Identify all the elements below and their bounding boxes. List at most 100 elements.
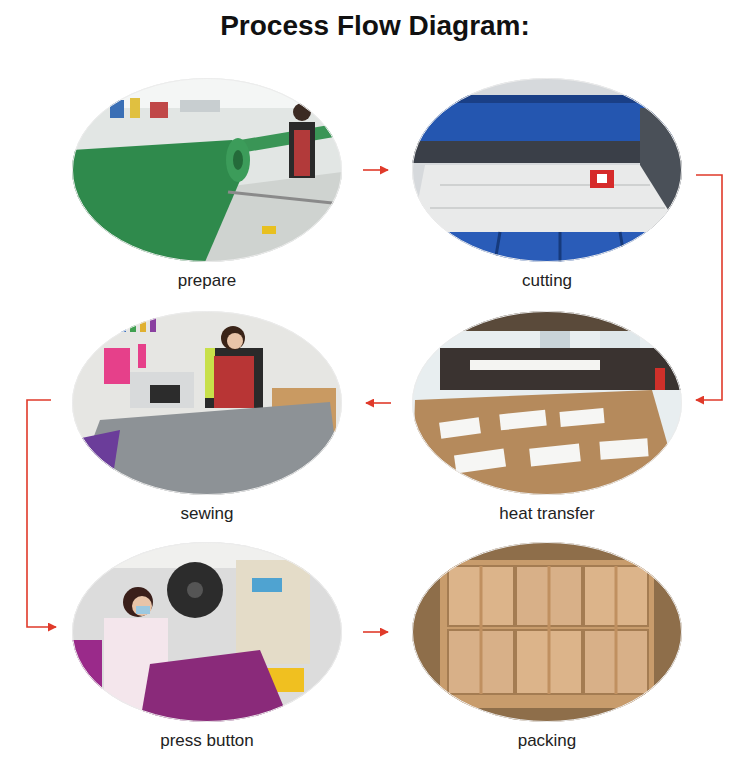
photo-shape — [495, 232, 500, 262]
ellipse-outline — [413, 543, 682, 722]
photo-shape — [412, 390, 682, 495]
photo-shape — [655, 368, 665, 390]
photo-shape — [130, 98, 140, 118]
photo-ellipse — [72, 311, 342, 495]
photo-shape — [72, 542, 342, 568]
photo-shape — [140, 650, 290, 722]
photo-shape — [559, 408, 604, 427]
photo-shape — [150, 102, 168, 118]
process-step: heat transfer — [406, 311, 688, 524]
photo-shape — [140, 318, 146, 332]
photo-shape — [294, 130, 310, 176]
photo-shape — [529, 443, 581, 466]
photo-shape — [440, 560, 654, 708]
photo-shape — [130, 372, 194, 408]
photo-shape — [214, 356, 254, 408]
photo-shape — [499, 410, 546, 431]
photo-shape — [412, 232, 682, 262]
step-label: press button — [66, 731, 348, 751]
process-step: sewing — [66, 311, 348, 524]
flow-arrow — [363, 169, 388, 171]
ellipse-outline — [73, 312, 342, 495]
step-label: prepare — [66, 271, 348, 291]
sewing-photo — [72, 311, 342, 495]
step-label: sewing — [66, 504, 348, 524]
prepare-photo — [72, 78, 342, 262]
photo-shape — [72, 430, 120, 495]
photo-shape — [470, 360, 600, 370]
photo-shape — [187, 582, 203, 598]
photo-shape — [412, 95, 674, 141]
flow-arrow — [366, 402, 391, 404]
photo-shape — [72, 402, 342, 495]
photo-shape — [439, 417, 481, 438]
photo-shape — [412, 141, 652, 163]
photo-shape — [110, 100, 124, 118]
photo-ellipse — [412, 542, 682, 722]
heat-transfer-photo — [412, 311, 682, 495]
photo-shape — [412, 311, 682, 495]
photo-shape — [205, 348, 215, 398]
photo-shape — [412, 542, 682, 722]
photo-shape — [205, 348, 263, 408]
process-step: cutting — [406, 78, 688, 291]
photo-shape — [227, 333, 243, 349]
photo-shape — [236, 560, 310, 664]
cutting-photo — [412, 78, 682, 262]
ellipse-outline — [73, 543, 342, 722]
step-label: cutting — [406, 271, 688, 291]
ellipse-outline — [73, 79, 342, 262]
photo-ellipse — [412, 78, 682, 262]
photo-shape — [72, 78, 342, 262]
process-step: press button — [66, 542, 348, 751]
photo-shape — [412, 78, 682, 262]
photo-shape — [123, 587, 153, 617]
photo-shape — [132, 596, 152, 616]
diagram-title: Process Flow Diagram: — [0, 10, 750, 42]
photo-shape — [138, 344, 146, 368]
ellipse-outline — [413, 312, 682, 495]
photo-shape — [180, 100, 220, 112]
photo-shape — [228, 192, 342, 204]
photo-shape — [104, 348, 130, 384]
photo-shape — [412, 95, 674, 103]
flow-arrow — [363, 631, 388, 633]
photo-shape — [412, 165, 682, 232]
photo-shape — [72, 140, 244, 262]
photo-shape — [289, 122, 315, 178]
photo-shape — [590, 170, 614, 188]
photo-shape — [548, 566, 551, 694]
photo-shape — [72, 542, 342, 722]
photo-ellipse — [72, 542, 342, 722]
photo-shape — [597, 174, 607, 183]
photo-shape — [252, 578, 282, 592]
photo-shape — [440, 184, 650, 186]
flow-arrow — [27, 400, 56, 627]
packing-photo — [412, 542, 682, 722]
photo-shape — [430, 232, 440, 262]
photo-shape — [262, 226, 276, 234]
process-step: packing — [406, 542, 688, 751]
step-label: packing — [406, 731, 688, 751]
photo-shape — [233, 150, 243, 170]
photo-shape — [599, 438, 648, 459]
photo-shape — [412, 311, 682, 331]
ellipse-outline — [413, 79, 682, 262]
photo-shape — [136, 606, 150, 614]
photo-shape — [221, 326, 245, 350]
press-button-photo — [72, 542, 342, 722]
photo-shape — [480, 566, 483, 694]
process-step: prepare — [66, 78, 348, 291]
photo-shape — [72, 311, 342, 495]
photo-ellipse — [72, 78, 342, 262]
photo-ellipse — [412, 311, 682, 495]
photo-shape — [167, 562, 223, 618]
photo-shape — [130, 318, 136, 332]
photo-shape — [226, 138, 250, 182]
photo-shape — [615, 566, 618, 694]
photo-shape — [150, 385, 180, 403]
photo-shape — [454, 449, 506, 474]
